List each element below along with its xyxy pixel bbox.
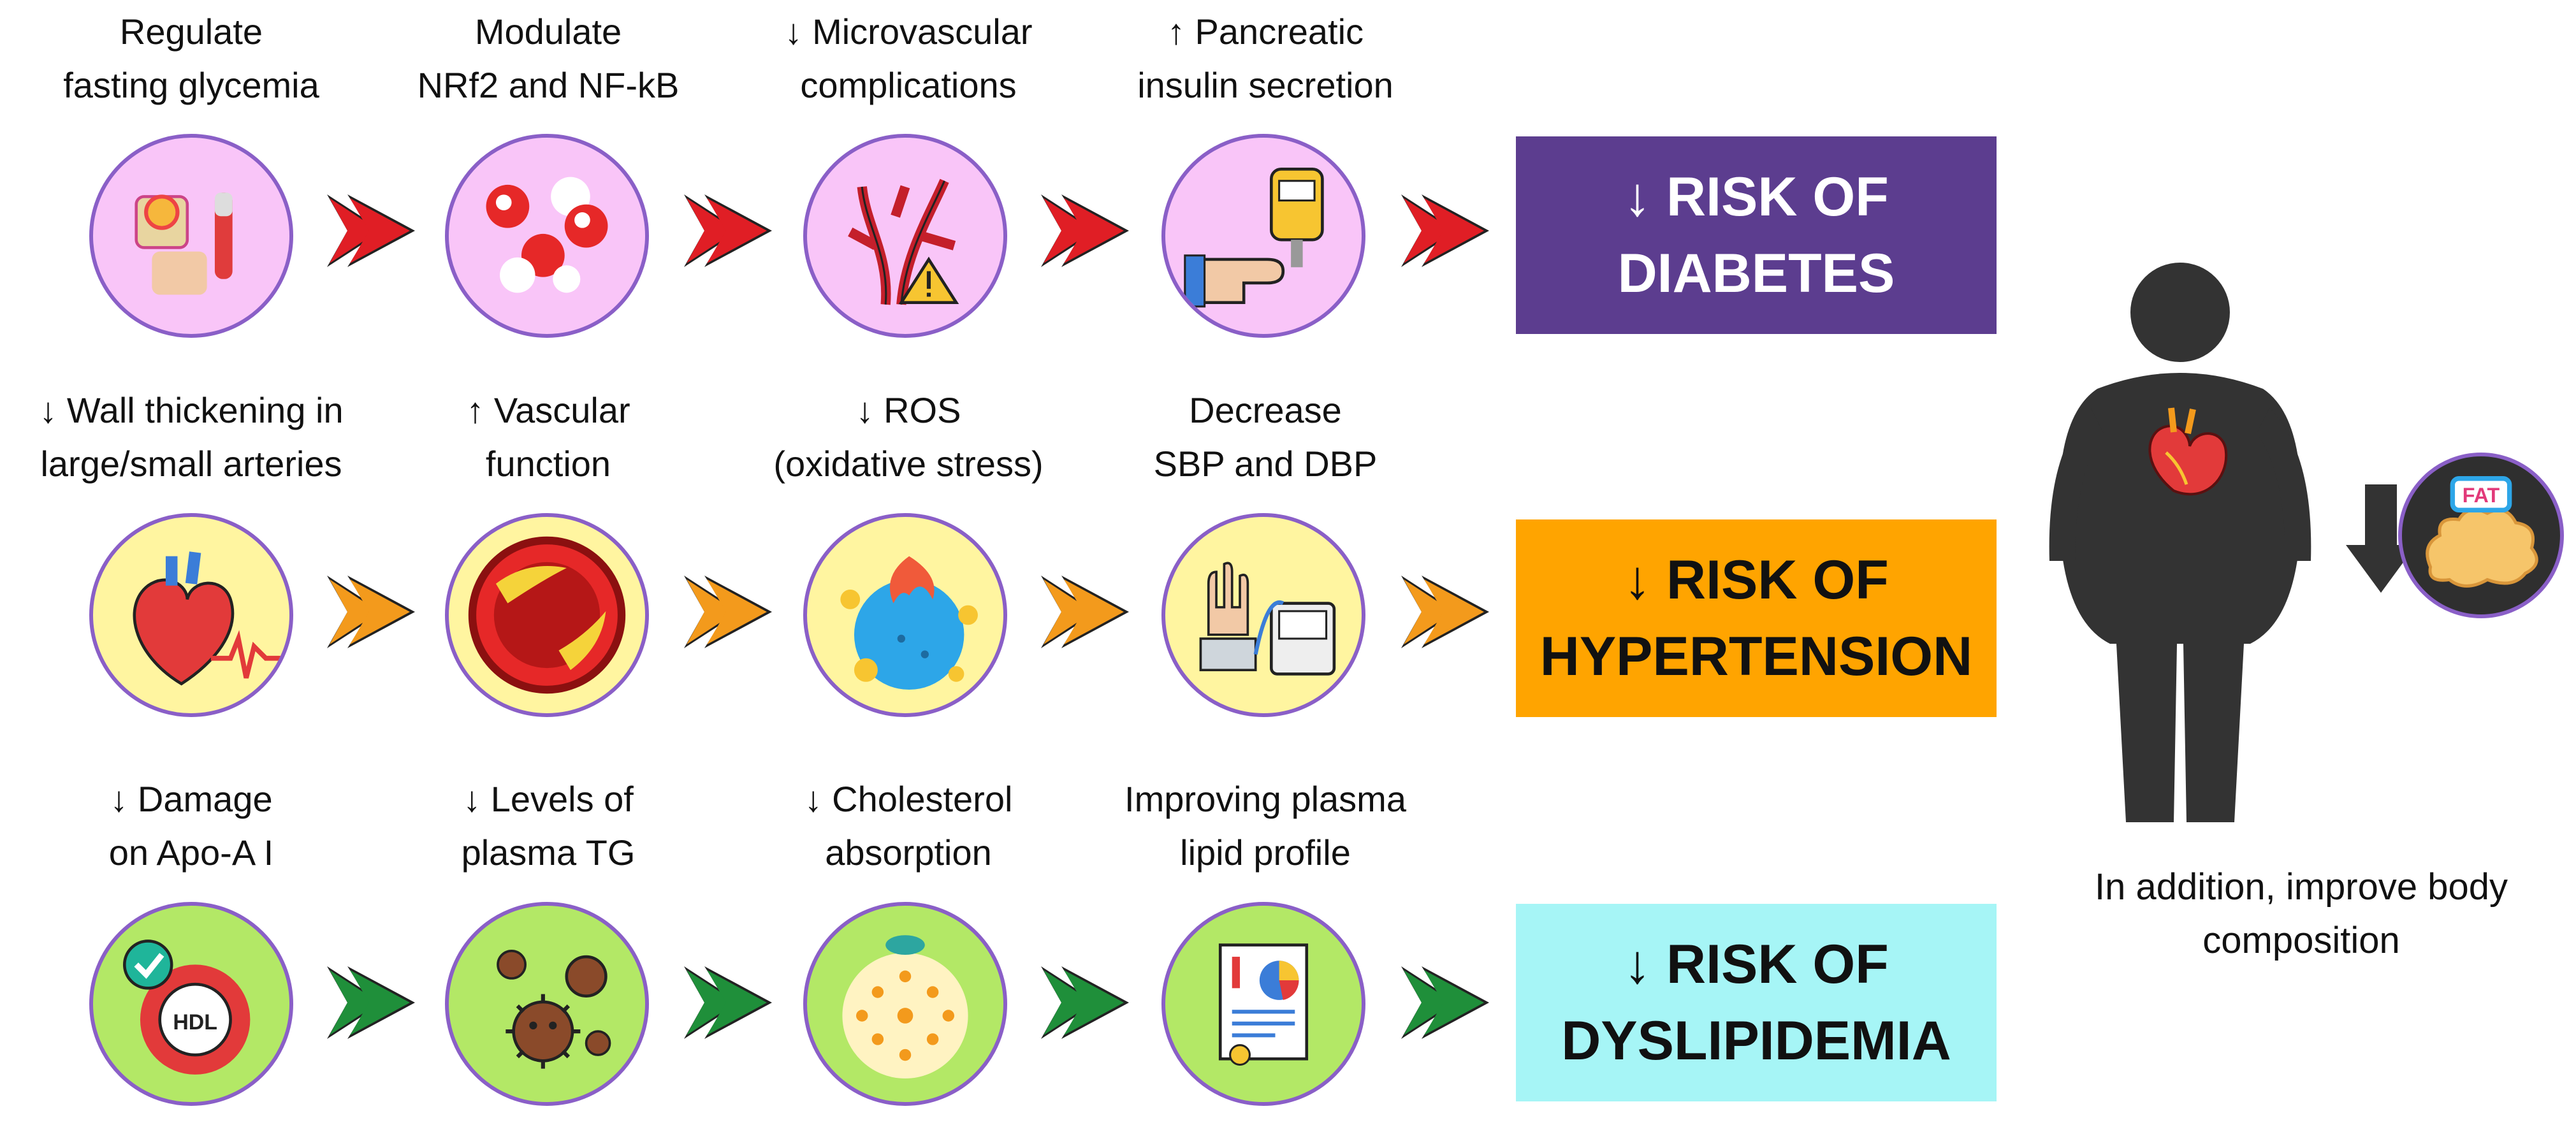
step-label-line1: ↑ Pancreatic bbox=[1167, 11, 1364, 52]
step-label-line1: Modulate bbox=[474, 11, 622, 52]
step-label-line2: (oxidative stress) bbox=[773, 444, 1044, 484]
oxidative-cell-icon bbox=[803, 513, 1007, 717]
step-label: ↓ Levels of plasma TG bbox=[344, 773, 752, 880]
chevron-arrow-icon bbox=[684, 966, 772, 1039]
note-line2: composition bbox=[2202, 920, 2400, 961]
step-label-line2: fasting glycemia bbox=[63, 65, 319, 105]
step-label: ↓ Microvascular complications bbox=[704, 5, 1112, 112]
step-label-line2: SBP and DBP bbox=[1153, 444, 1378, 484]
outcome-line1: ↓ RISK OF bbox=[1624, 934, 1889, 995]
step-label: Improving plasma lipid profile bbox=[1061, 773, 1469, 880]
chevron-arrow-icon bbox=[327, 966, 415, 1039]
step-label-line1: ↓ Microvascular bbox=[784, 11, 1033, 52]
blood-pressure-monitor-icon bbox=[1161, 513, 1365, 717]
step-label-line2: on Apo-A I bbox=[108, 832, 274, 873]
chevron-arrow-icon bbox=[1041, 576, 1129, 648]
chevron-arrow-icon bbox=[1041, 194, 1129, 267]
step-label: ↓ ROS (oxidative stress) bbox=[704, 384, 1112, 491]
blood-vessel-warning-icon bbox=[803, 134, 1007, 338]
step-label-line2: plasma TG bbox=[461, 832, 636, 873]
hdl-drop-icon: HDL bbox=[89, 902, 293, 1106]
step-label-line2: lipid profile bbox=[1180, 832, 1351, 873]
chevron-arrow-icon bbox=[684, 576, 772, 648]
step-label: Regulate fasting glycemia bbox=[0, 5, 395, 112]
note-line1: In addition, improve body bbox=[2094, 866, 2508, 908]
step-label-line1: ↓ Levels of bbox=[463, 779, 634, 819]
heart-pulse-icon bbox=[89, 513, 293, 717]
step-label-line1: ↓ ROS bbox=[855, 390, 961, 430]
step-label-line1: ↓ Wall thickening in bbox=[39, 390, 344, 430]
fat-tissue-icon: FAT bbox=[2398, 453, 2564, 618]
step-label: Modulate NRf2 and NF-kB bbox=[344, 5, 752, 112]
chevron-arrow-icon bbox=[327, 194, 415, 267]
artery-plaque-icon bbox=[445, 513, 649, 717]
outcome-line1: ↓ RISK OF bbox=[1624, 549, 1889, 611]
glucometer-hand-icon bbox=[1161, 134, 1365, 338]
step-label-line2: NRf2 and NF-kB bbox=[417, 65, 680, 105]
outcome-box-dyslipidemia: ↓ RISK OF DYSLIPIDEMIA bbox=[1516, 904, 1997, 1101]
step-label: ↑ Pancreatic insulin secretion bbox=[1061, 5, 1469, 112]
outcome-line2: HYPERTENSION bbox=[1539, 626, 1973, 687]
step-label-line1: Decrease bbox=[1189, 390, 1342, 430]
chevron-arrow-icon bbox=[1041, 966, 1129, 1039]
step-label: Decrease SBP and DBP bbox=[1061, 384, 1469, 491]
lipid-report-icon bbox=[1161, 902, 1365, 1106]
step-label-line2: complications bbox=[800, 65, 1017, 105]
chevron-arrow-icon bbox=[1401, 576, 1489, 648]
step-label-line2: function bbox=[485, 444, 611, 484]
step-label-line2: insulin secretion bbox=[1137, 65, 1394, 105]
outcome-line2: DIABETES bbox=[1617, 243, 1895, 304]
step-label-line1: ↓ Cholesterol bbox=[804, 779, 1013, 819]
chevron-arrow-icon bbox=[1401, 966, 1489, 1039]
cells-icon bbox=[445, 134, 649, 338]
step-label-line1: ↑ Vascular bbox=[466, 390, 630, 430]
step-label: ↓ Damage on Apo-A I bbox=[0, 773, 395, 880]
step-label-line2: absorption bbox=[825, 832, 992, 873]
step-label-line1: ↓ Damage bbox=[110, 779, 273, 819]
step-label: ↓ Wall thickening in large/small arterie… bbox=[0, 384, 395, 491]
virus-particles-icon bbox=[445, 902, 649, 1106]
chevron-arrow-icon bbox=[684, 194, 772, 267]
fat-label: FAT bbox=[2463, 484, 2500, 507]
step-label-line1: Regulate bbox=[119, 11, 263, 52]
chevron-arrow-icon bbox=[327, 576, 415, 648]
hdl-text: HDL bbox=[173, 1010, 217, 1034]
obese-person-with-heart-icon bbox=[2049, 263, 2311, 822]
step-label: ↑ Vascular function bbox=[344, 384, 752, 491]
outcome-line2: DYSLIPIDEMIA bbox=[1561, 1010, 1951, 1071]
outcome-box-diabetes: ↓ RISK OF DIABETES bbox=[1516, 136, 1997, 334]
step-label: ↓ Cholesterol absorption bbox=[704, 773, 1112, 880]
micelle-icon bbox=[803, 902, 1007, 1106]
outcome-box-hypertension: ↓ RISK OF HYPERTENSION bbox=[1516, 519, 1997, 717]
step-label-line2: large/small arteries bbox=[40, 444, 342, 484]
glucose-meter-icon bbox=[89, 134, 293, 338]
step-label-line1: Improving plasma bbox=[1124, 779, 1406, 819]
outcome-line1: ↓ RISK OF bbox=[1624, 166, 1889, 228]
body-composition-note: In addition, improve body composition bbox=[2059, 860, 2543, 968]
chevron-arrow-icon bbox=[1401, 194, 1489, 267]
down-arrow-icon bbox=[2346, 484, 2416, 593]
